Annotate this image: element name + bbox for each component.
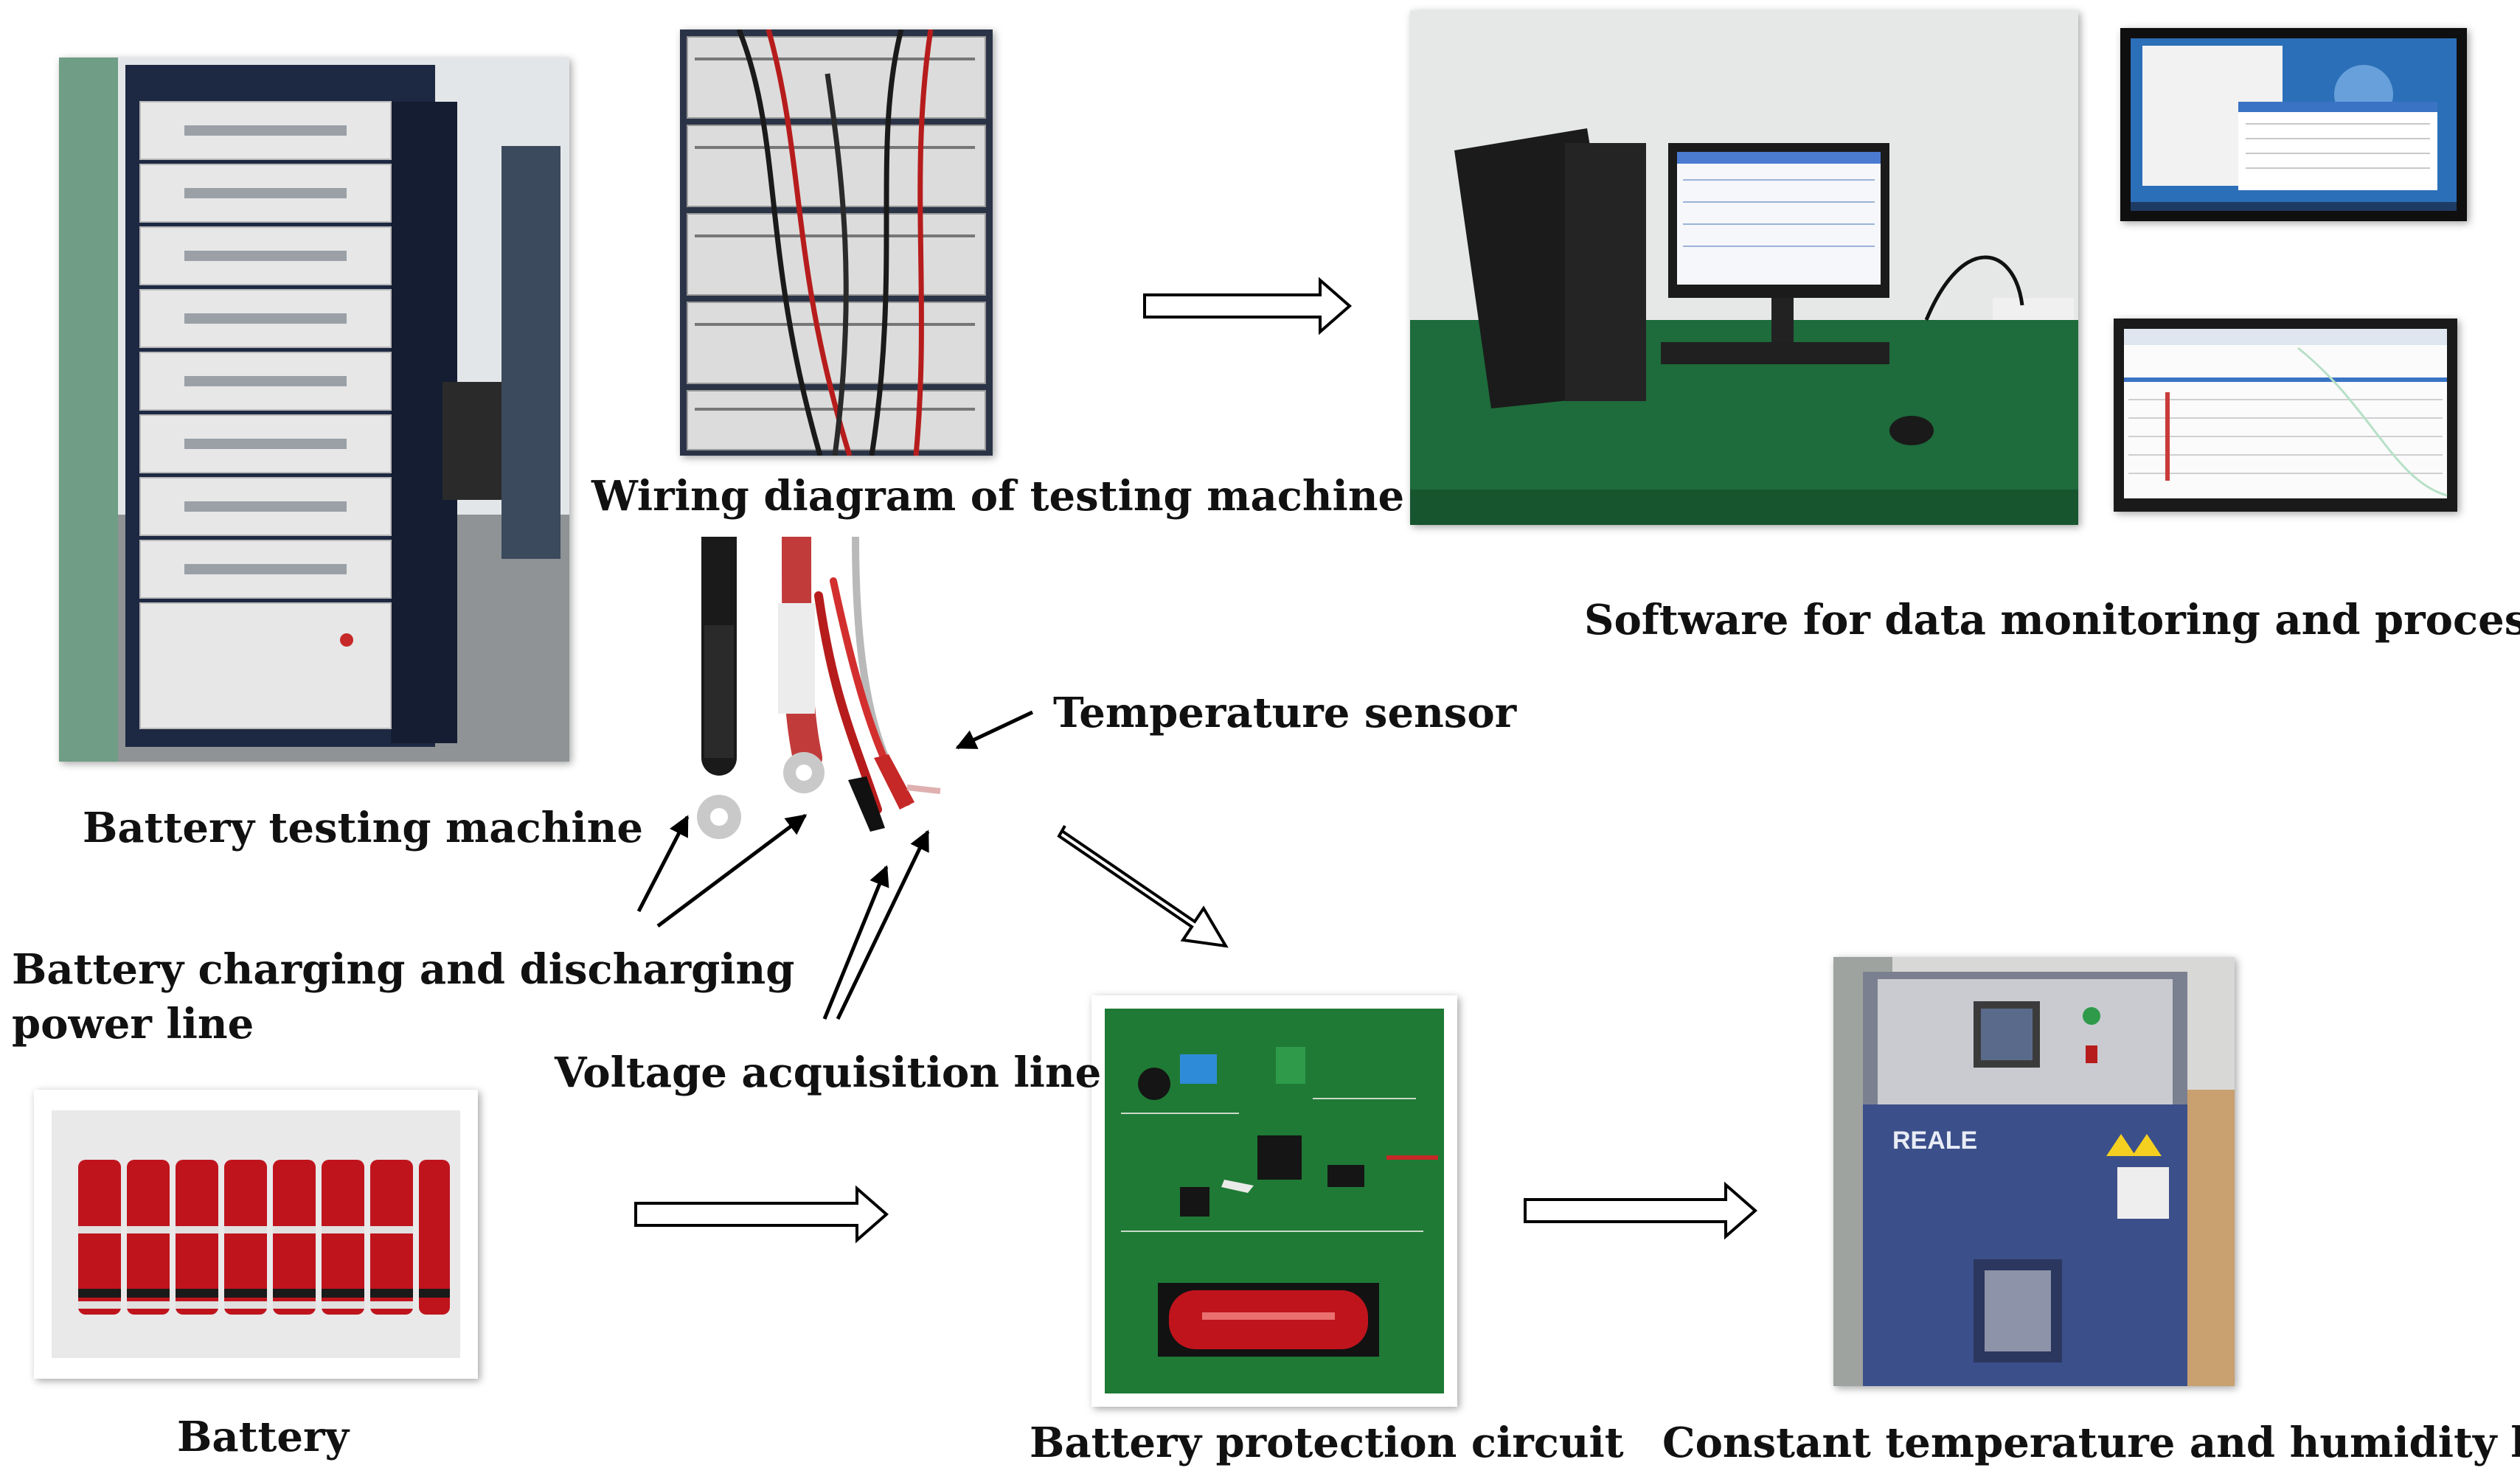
pointer-temperature-sensor — [955, 710, 1034, 750]
label-battery-testing-machine: Battery testing machine — [83, 804, 644, 852]
battery-testing-machine-photo — [59, 58, 569, 762]
pointer-power-line-1 — [636, 815, 690, 913]
hollow-arrow-wiring-to-software — [1143, 276, 1353, 335]
label-power-line-1: Battery charging and discharging — [12, 945, 795, 994]
humidity-box-photo: REALE — [1833, 957, 2235, 1386]
label-temperature-sensor: Temperature sensor — [1053, 689, 1517, 737]
pointer-power-line-2 — [656, 814, 808, 928]
pointer-voltage-line-1 — [822, 865, 889, 1020]
hollow-arrow-cables-to-circuit — [1057, 825, 1229, 948]
battery-protection-circuit-photo — [1091, 995, 1457, 1407]
label-humidity-box: Constant temperature and humidity box — [1662, 1419, 2520, 1467]
wiring-diagram-photo — [680, 29, 993, 456]
label-power-line-2: power line — [12, 1000, 254, 1048]
software-desk-photo — [1410, 10, 2078, 525]
software-screen-photo-2 — [2114, 319, 2457, 512]
label-software: Software for data monitoring and process… — [1584, 596, 2520, 644]
label-protection-circuit: Battery protection circuit — [1030, 1419, 1624, 1467]
pointer-voltage-line-2 — [836, 829, 930, 1020]
label-battery: Battery — [177, 1413, 350, 1461]
label-wiring-diagram: Wiring diagram of testing machine — [591, 472, 1405, 521]
label-voltage-line: Voltage acquisition line — [555, 1048, 1102, 1097]
software-screen-photo-1 — [2120, 28, 2467, 221]
hollow-arrow-battery-to-circuit — [634, 1185, 889, 1244]
hollow-arrow-circuit-to-box — [1524, 1181, 1758, 1240]
battery-photo — [34, 1090, 478, 1379]
svg-text:REALE: REALE — [1892, 1127, 1977, 1155]
cables-photo — [686, 519, 966, 846]
